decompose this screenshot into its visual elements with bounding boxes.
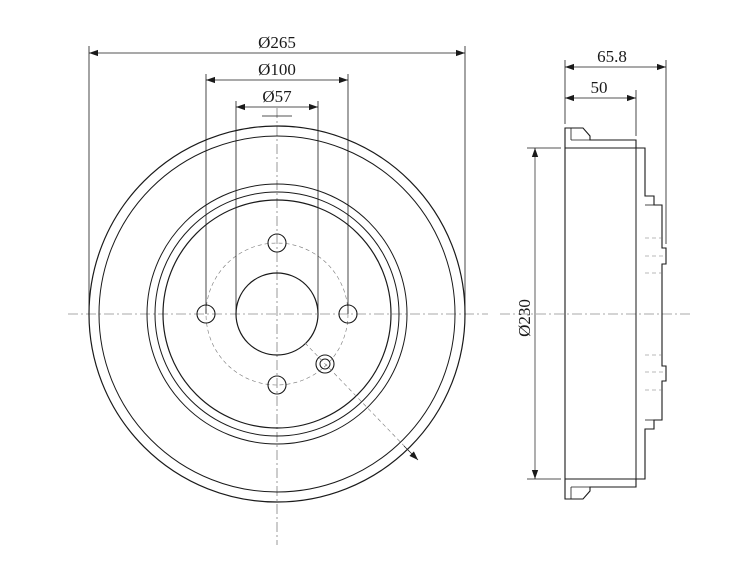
bolt-hole-top (267, 233, 287, 253)
dim-label-outer-diameter: Ø265 (258, 33, 296, 52)
drum-section-outline (564, 127, 667, 500)
locating-hole-inner (319, 358, 331, 370)
hub-outer-circle (146, 183, 408, 445)
dim-label-center-bore: Ø57 (262, 87, 292, 106)
dim-label-drum-inner-diameter: Ø230 (515, 299, 534, 337)
hub-inner-circle (154, 191, 400, 437)
front-view: Ø265 Ø100 Ø57 (68, 33, 488, 545)
hub-face-circle (162, 199, 392, 429)
rim-inner-circle (98, 135, 456, 493)
locating-hole-leader (304, 342, 411, 453)
bolt-hole-bottom (267, 375, 287, 395)
section-view: 65.8 50 Ø230 (500, 47, 690, 500)
dim-label-overall-height: 65.8 (597, 47, 627, 66)
locating-hole-leader-arrow (403, 445, 419, 461)
locating-hole-outer (315, 354, 335, 374)
dim-label-drum-depth: 50 (591, 78, 608, 97)
dim-label-bolt-circle: Ø100 (258, 60, 296, 79)
